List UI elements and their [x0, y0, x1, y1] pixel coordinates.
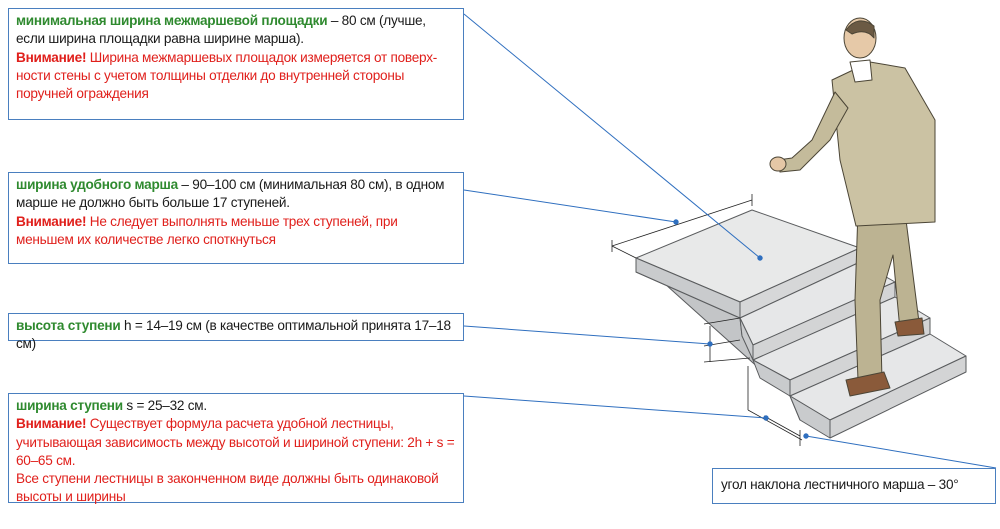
- stair-block: [635, 209, 967, 439]
- step-width-uniform-note: Все ступени лестницы в законченном виде …: [16, 471, 439, 505]
- step-height-title: высота ступени: [16, 318, 121, 333]
- march-width-box: ширина удобного марша – 90–100 см (миним…: [8, 172, 464, 264]
- step-height-text: h = 14–19 см (в качестве оптимальной при…: [16, 318, 451, 352]
- march-width-title: ширина удобного марша: [16, 177, 178, 192]
- man-figure: [769, 17, 936, 397]
- step-width-text: s = 25–32 см.: [122, 398, 207, 413]
- step-width-formula: Существует формула расчета удобной лестн…: [16, 416, 455, 468]
- step-width-box: ширина ступени s = 25–32 см. Внимание! С…: [8, 393, 464, 505]
- landing-width-text: – 80 см (лучше, если ширина площадки рав…: [16, 13, 426, 47]
- landing-width-note: Ширина межмаршевых площадок измеряется о…: [16, 49, 438, 102]
- step-height-box: высота ступени h = 14–19 см (в качестве …: [8, 313, 464, 351]
- march-width-text: – 90–100 см (минимальная 80 см), в одном…: [16, 177, 445, 211]
- march-width-note: Не следует выполнять меньше трех ступене…: [16, 213, 398, 247]
- slope-angle-box: угол наклона лестничного марша – 30°: [712, 468, 996, 504]
- leader-lines: [463, 13, 997, 469]
- slope-angle-text: угол наклона лестничного марша – 30°: [721, 477, 959, 492]
- landing-width-attention: Внимание!: [16, 49, 87, 65]
- step-width-title: ширина ступени: [16, 398, 123, 413]
- landing-width-box: минимальная ширина межмаршевой площадки …: [8, 8, 464, 120]
- landing-width-title: минимальная ширина межмаршевой площадки: [16, 13, 328, 28]
- step-width-attention: Внимание!: [16, 416, 87, 432]
- march-width-attention: Внимание!: [16, 213, 87, 229]
